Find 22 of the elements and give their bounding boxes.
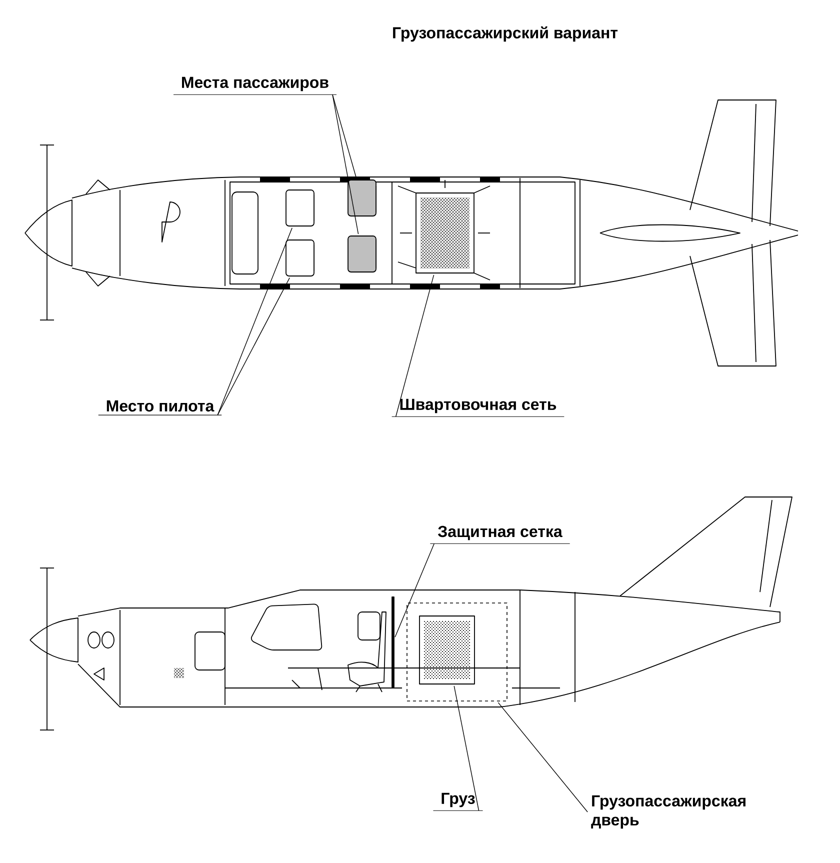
cargo-box [419,616,475,684]
callout-label: Место пилота [98,400,222,416]
callout-label: Защитная сетка [430,526,570,544]
title: Грузопассажирский вариант [393,26,618,42]
leader-line [395,274,434,417]
leader-line [332,94,359,234]
callout-label: Груз [432,792,484,811]
seat [348,180,376,216]
leader-line [217,228,292,416]
protective-net [392,596,394,688]
callout-label: Места пассажиров [173,76,337,95]
callout-label: Швартовочная сеть [392,398,564,417]
leader-line [332,94,357,178]
callout-label: Грузопассажирская дверь [591,795,746,829]
leader-line [454,686,480,811]
seat [286,240,314,276]
leader-line [498,702,588,812]
seat [286,190,314,226]
cargo-door [406,602,508,702]
seat [348,236,376,272]
leader-line [217,277,290,416]
tie-down-net [416,192,474,274]
